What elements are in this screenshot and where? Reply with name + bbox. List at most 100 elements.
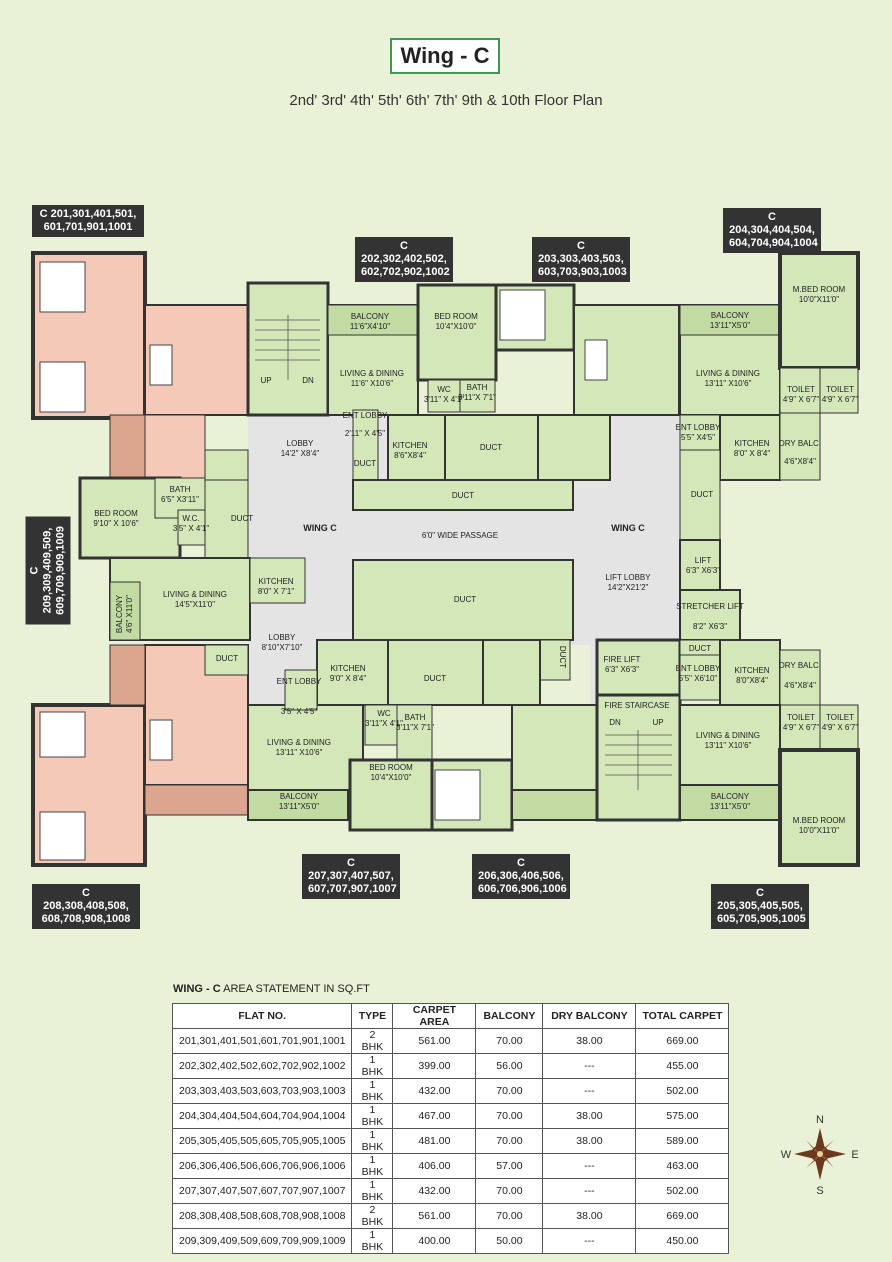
room-label: DRY BALC. — [779, 439, 821, 448]
room-label: WC — [437, 385, 451, 394]
col-carpet-area: CARPET AREA — [392, 1003, 477, 1029]
room-label: BALCONY — [115, 594, 124, 633]
bed-icon — [39, 261, 86, 313]
cell: 455.00 — [635, 1053, 730, 1079]
room-label: TOILET — [787, 385, 815, 394]
table-title: WING - C AREA STATEMENT IN SQ.FT — [173, 983, 370, 995]
room-dim: 10'4"X10'0" — [436, 322, 477, 331]
room-label: LIVING & DINING — [696, 369, 760, 378]
flat-206-kitchen — [482, 639, 541, 706]
room-label: BATH — [405, 713, 426, 722]
room-dim: 4'6"X8'4" — [784, 681, 816, 690]
fire-staircase — [595, 693, 682, 822]
room-label: BED ROOM — [369, 763, 413, 772]
room-dim: 9'10" X 10'6" — [93, 519, 138, 528]
cell: 201,301,401,501,601,701,901,1001 — [171, 1028, 353, 1054]
room-dim: 9'0" X 8'4" — [330, 674, 366, 683]
flat-205-toilet-b — [819, 704, 859, 751]
cell: 406.00 — [392, 1153, 477, 1179]
dining-table-icon — [584, 339, 608, 381]
cell: 38.00 — [542, 1203, 637, 1229]
flat-label-204: C 204,304,404,504, 604,704,904,1004 — [723, 208, 821, 253]
room-dim: 14'2"X21'2" — [608, 583, 649, 592]
stair-label: DN — [609, 718, 621, 727]
room-label: ENT LOBBY — [676, 423, 721, 432]
cell: 502.00 — [635, 1178, 730, 1204]
room-dim: 13'11" X10'6" — [705, 379, 752, 388]
flat-label-202: C 202,302,402,502, 602,702,902,1002 — [355, 237, 453, 282]
room-label: LIVING & DINING — [163, 590, 227, 599]
cell: 502.00 — [635, 1078, 730, 1104]
cell: 450.00 — [635, 1228, 730, 1254]
flat-203-kitchen — [537, 414, 611, 481]
compass-north: N — [816, 1114, 824, 1126]
room-dim: 4'6"X8'4" — [784, 457, 816, 466]
room-dim: 4'6" X11'0" — [125, 595, 134, 633]
room-label: BATH — [467, 383, 488, 392]
col-total-carpet: TOTAL CARPET — [635, 1003, 730, 1029]
cell: 1 BHK — [351, 1078, 394, 1104]
room-label: BALCONY — [280, 792, 319, 801]
room-dim: 14'2" X8'4" — [281, 449, 320, 458]
room-label: LIVING & DINING — [267, 738, 331, 747]
room-dim: 11'6"X4'10" — [350, 322, 390, 331]
bed-icon — [39, 361, 86, 413]
room-dim: 13'11"X5'0" — [710, 321, 750, 330]
cell: 481.00 — [392, 1128, 477, 1154]
room-label: WC — [377, 709, 391, 718]
room-label: KITCHEN — [734, 439, 769, 448]
bed-icon — [434, 769, 481, 821]
room-dim: 6'5" X3'11" — [161, 495, 199, 504]
flat-201-duct — [204, 449, 249, 481]
flat-205-kitchen — [719, 639, 781, 706]
cell: 669.00 — [635, 1028, 730, 1054]
cell: 1 BHK — [351, 1103, 394, 1129]
flat-205-master-bedroom — [778, 748, 860, 867]
room-dim: 4'9" X 6'7" — [783, 723, 819, 732]
cell: 1 BHK — [351, 1228, 394, 1254]
flat-206-living — [511, 704, 598, 791]
cell: 1 BHK — [351, 1053, 394, 1079]
cell: --- — [542, 1178, 637, 1204]
cell: 2 BHK — [351, 1203, 394, 1229]
room-dim: 13'11" X10'6" — [276, 748, 323, 757]
room-label: KITCHEN — [258, 577, 293, 586]
cell: 575.00 — [635, 1103, 730, 1129]
flat-204-kitchen — [719, 414, 781, 481]
room-dim: 3'11" X 4'1" — [424, 395, 464, 404]
cell: 561.00 — [392, 1028, 477, 1054]
duct-bottom-center — [387, 639, 484, 706]
cell: --- — [542, 1078, 637, 1104]
bed-icon — [39, 711, 86, 758]
room-dim: 6'3" X6'3" — [686, 566, 720, 575]
room-dim: 8'0" X 7'1" — [258, 587, 294, 596]
fire-lift — [595, 638, 682, 697]
room-label: STRETCHER LIFT — [676, 602, 744, 611]
room-label: BED ROOM — [94, 509, 138, 518]
cell: 70.00 — [475, 1178, 544, 1204]
room-label: DUCT — [216, 654, 238, 663]
bed-icon — [39, 811, 86, 861]
room-label: DUCT — [231, 514, 253, 523]
cell: 463.00 — [635, 1153, 730, 1179]
flat-202-ent-lobby — [352, 409, 379, 481]
room-label: DUCT — [480, 443, 502, 452]
room-dim: 13'11"X5'0" — [710, 802, 750, 811]
room-label: DUCT — [424, 674, 446, 683]
flat-204-toilet-a — [779, 367, 821, 414]
col-dry-balcony: DRY BALCONY — [542, 1003, 637, 1029]
room-label: ENT LOBBY — [343, 411, 388, 420]
room-label: W.C. — [182, 514, 199, 523]
room-label: BED ROOM — [434, 312, 478, 321]
flat-208-duct — [204, 644, 249, 676]
stair-label: DN — [302, 376, 314, 385]
cell: 561.00 — [392, 1203, 477, 1229]
flat-label-203: C 203,303,403,503, 603,703,903,1003 — [532, 237, 630, 282]
flat-204-toilet-b — [819, 367, 859, 414]
wing-label-left: WING C — [303, 523, 337, 533]
room-label: KITCHEN — [734, 666, 769, 675]
cell: 204,304,404,504,604,704,904,1004 — [171, 1103, 353, 1129]
duct-top-wide — [352, 479, 574, 511]
